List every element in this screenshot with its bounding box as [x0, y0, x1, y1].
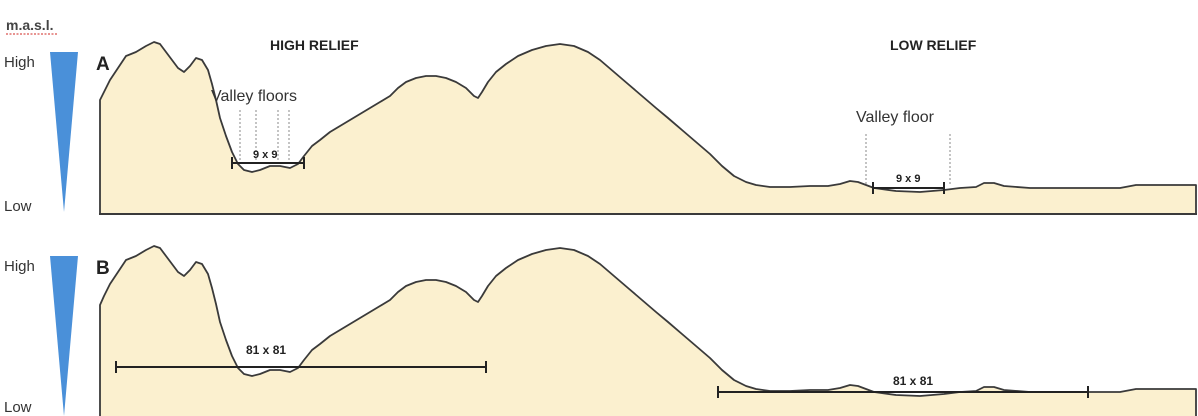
region-label-low-relief: LOW RELIEF [890, 37, 977, 53]
window-bar-high-b [115, 361, 487, 373]
axis-low-label-b: Low [4, 399, 32, 416]
elevation-wedge-a [50, 52, 78, 212]
elevation-wedge-b [50, 256, 78, 416]
terrain-profile-b [99, 245, 1197, 416]
valley-floor-label: Valley floor [856, 109, 935, 126]
window-label-low-a: 9 x 9 [896, 173, 920, 185]
window-bar-high-a [231, 157, 305, 169]
panel-letter-a: A [96, 54, 110, 75]
panel-a: A HIGH RELIEF LOW RELIEF Valley floors 9… [96, 37, 1197, 215]
valley-floors-label: Valley floors [211, 88, 297, 105]
panel-letter-b: B [96, 258, 110, 279]
axis-high-label-b: High [4, 258, 35, 275]
axis-high-label-a: High [4, 54, 35, 71]
panel-b: B 81 x 81 81 x 81 [96, 245, 1197, 416]
window-label-high-a: 9 x 9 [253, 149, 277, 161]
window-label-low-b: 81 x 81 [893, 374, 933, 388]
axis-unit-label: m.a.s.l. [6, 17, 53, 33]
window-bar-low-a [872, 182, 945, 194]
terrain-profile-a [99, 41, 1197, 215]
window-bar-low-b [717, 386, 1089, 398]
axis-low-label-a: Low [4, 198, 32, 215]
region-label-high-relief: HIGH RELIEF [270, 37, 359, 53]
window-label-high-b: 81 x 81 [246, 343, 286, 357]
